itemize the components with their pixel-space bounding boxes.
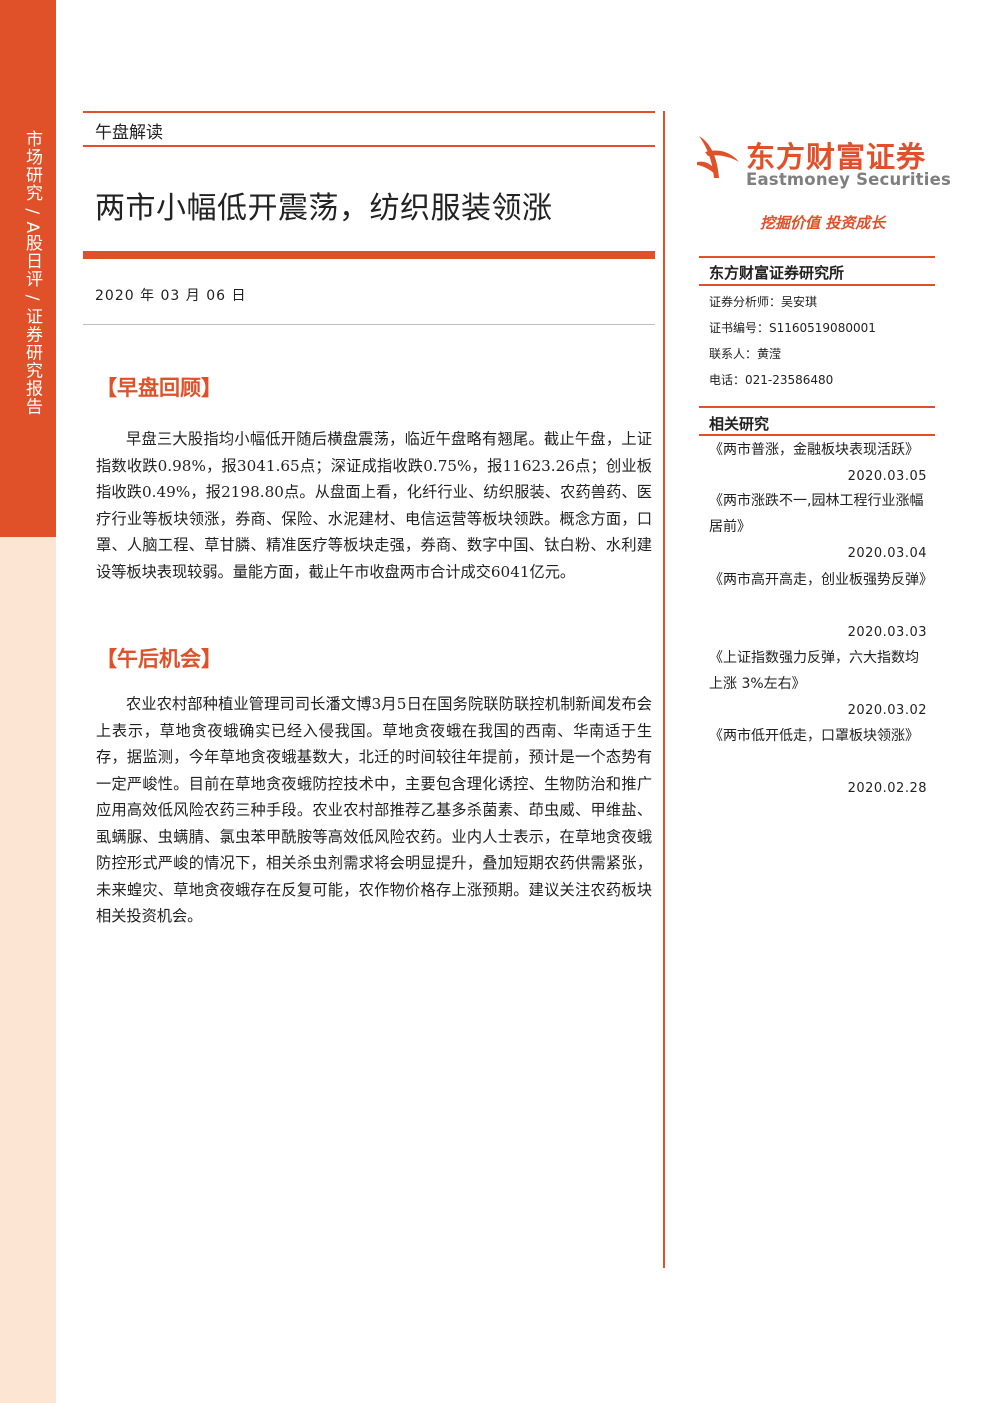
brand-slogan: 挖掘价值 投资成长 [760, 214, 886, 232]
contact-person: 联系人：黄滢 [709, 347, 782, 361]
related-item-date: 2020.03.03 [847, 625, 927, 640]
report-tag: 午盘解读 [95, 123, 163, 143]
related-top-rule [699, 406, 935, 408]
eastmoney-logo-icon [695, 132, 741, 186]
contact-phone: 电话：021-23586480 [709, 373, 834, 387]
related-item-title[interactable]: 《上证指数强力反弹，六大指数均上涨 3%左右》 [709, 650, 919, 692]
related-item-title[interactable]: 《两市涨跌不一,园林工程行业涨幅居前》 [709, 493, 924, 535]
page-title: 两市小幅低开震荡，纺织服装领涨 [95, 191, 553, 226]
institute-name: 东方财富证券研究所 [709, 264, 845, 282]
header-top-rule [83, 111, 655, 113]
sidebar-category-label: 市场研究 / A股日评 / 证券研究报告 [22, 130, 42, 416]
header-date-rule [83, 324, 655, 325]
section-heading-morning-review: 【早盘回顾】 [96, 375, 222, 400]
sidebar-accent-block [0, 0, 56, 537]
brand-name-en: Eastmoney Securities [746, 170, 952, 189]
column-divider [663, 111, 665, 1268]
related-heading: 相关研究 [709, 415, 770, 433]
related-item-title[interactable]: 《两市普涨，金融板块表现活跃》 [709, 442, 919, 458]
brand-name-cn: 东方财富证券 [746, 140, 927, 174]
analyst-name: 证券分析师：吴安琪 [709, 295, 818, 309]
report-date: 2020 年 03 月 06 日 [95, 288, 247, 304]
section-body-afternoon-opportunity: 农业农村部种植业管理司司长潘文博3月5日在国务院联防联控机制新闻发布会上表示，草… [96, 695, 652, 925]
header-tag-rule [83, 145, 655, 147]
related-item-date: 2020.03.04 [847, 546, 927, 561]
related-item-title[interactable]: 《两市高开高走，创业板强势反弹》 [709, 572, 933, 588]
related-bottom-rule [699, 434, 935, 436]
related-item-date: 2020.03.05 [847, 469, 927, 484]
sidebar-light-block [0, 537, 56, 1403]
certificate-number: 证书编号：S1160519080001 [709, 321, 876, 335]
header-title-rule [83, 251, 655, 259]
related-item-date: 2020.02.28 [847, 781, 927, 796]
related-item-title[interactable]: 《两市低开低走，口罩板块领涨》 [709, 728, 919, 744]
related-item-date: 2020.03.02 [847, 703, 927, 718]
institute-bottom-rule [699, 284, 935, 286]
section-heading-afternoon-opportunity: 【午后机会】 [96, 646, 222, 671]
institute-top-rule [699, 256, 935, 258]
section-body-morning-review: 早盘三大股指均小幅低开随后横盘震荡，临近午盘略有翘尾。截止午盘，上证指数收跌0.… [96, 430, 652, 581]
